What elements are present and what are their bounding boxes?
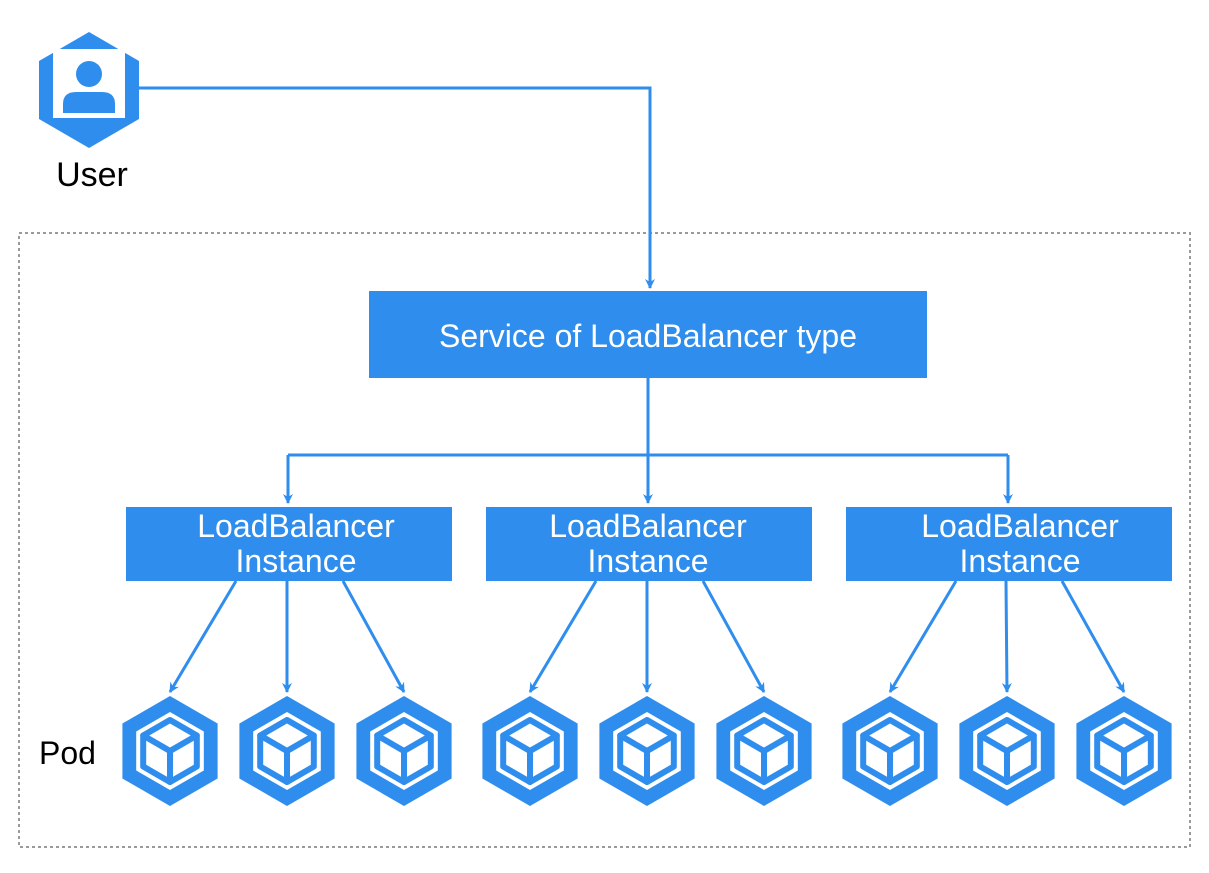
loadbalancer-label-2-line1: LoadBalancer bbox=[549, 508, 747, 544]
loadbalancer-label-1-line1: LoadBalancer bbox=[197, 508, 395, 544]
loadbalancer-label-1-line2: Instance bbox=[236, 543, 357, 579]
pod-arrow bbox=[168, 580, 238, 693]
pod-arrow bbox=[1060, 580, 1126, 693]
service-label: Service of LoadBalancer type bbox=[439, 318, 857, 354]
service-box bbox=[369, 291, 927, 378]
pod-cube-icon bbox=[1076, 696, 1172, 806]
pod-cube-icon bbox=[599, 696, 695, 806]
user-to-service-arrow bbox=[139, 86, 655, 289]
pod-arrow bbox=[701, 580, 766, 693]
pod-cube-icon bbox=[356, 696, 452, 806]
user-label: User bbox=[56, 156, 128, 194]
pod-cube-icon bbox=[482, 696, 578, 806]
pod-cube-icon bbox=[716, 696, 812, 806]
pod-cube-icon bbox=[842, 696, 938, 806]
loadbalancer-label-3-line1: LoadBalancer bbox=[921, 508, 1119, 544]
user-icon bbox=[39, 32, 139, 148]
pod-arrow bbox=[528, 580, 598, 693]
pod-cube-icon bbox=[959, 696, 1055, 806]
service-to-loadbalancers-arrows bbox=[283, 378, 1013, 504]
pod-cube-icon bbox=[239, 696, 335, 806]
pod-arrow bbox=[1001, 580, 1012, 693]
pod-arrow bbox=[888, 580, 958, 693]
pod-label: Pod bbox=[39, 735, 96, 771]
pod-arrow bbox=[341, 580, 406, 693]
loadbalancer-to-pod-arrows bbox=[168, 580, 1126, 693]
pod-group bbox=[122, 696, 1172, 806]
loadbalancer-box-2 bbox=[486, 507, 812, 581]
cluster-boundary bbox=[18, 232, 1191, 848]
loadbalancer-label-3-line2: Instance bbox=[960, 543, 1081, 579]
loadbalancer-label-2-line2: Instance bbox=[588, 543, 709, 579]
pod-cube-icon bbox=[122, 696, 218, 806]
loadbalancer-box-1 bbox=[126, 507, 452, 581]
loadbalancer-box-3 bbox=[846, 507, 1172, 581]
